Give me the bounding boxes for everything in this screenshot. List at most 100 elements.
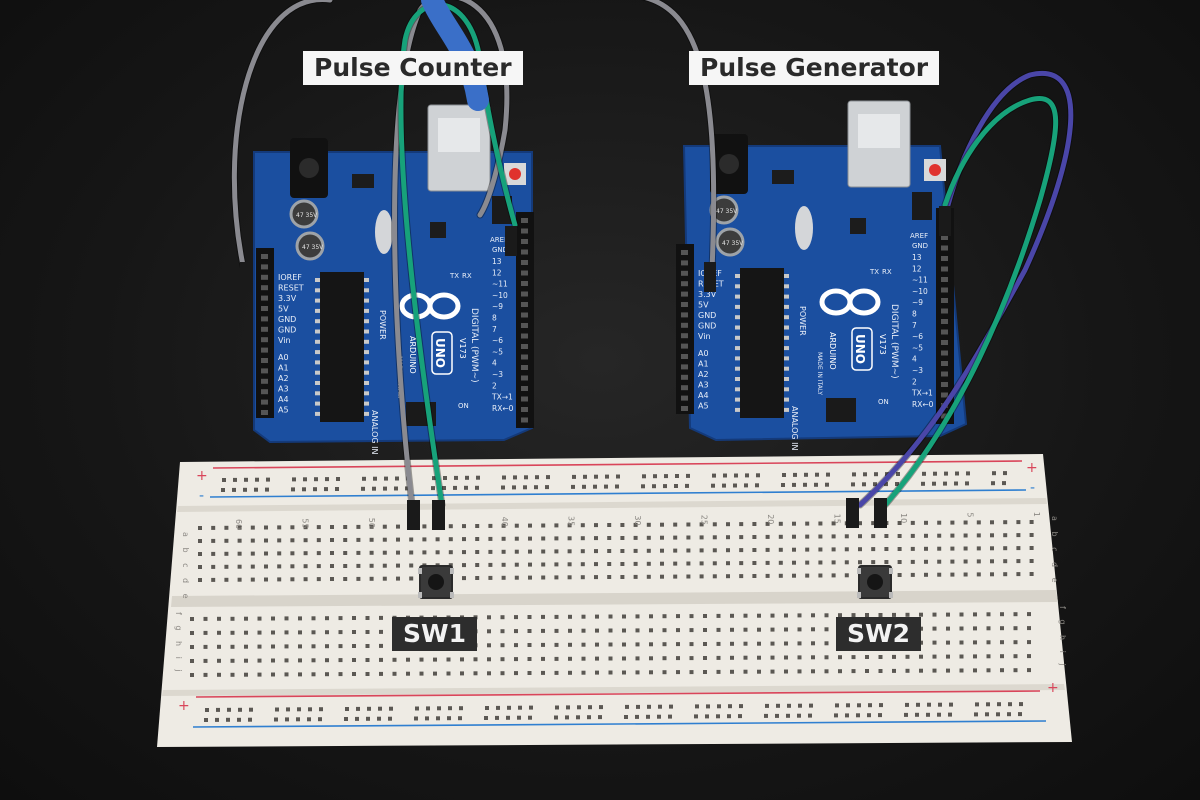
breadboard-hole xyxy=(782,473,786,477)
breadboard-hole xyxy=(369,550,374,555)
breadboard-hole xyxy=(1000,612,1004,617)
silkscreen-analog-label: A1 xyxy=(278,364,289,373)
breadboard-hole xyxy=(290,525,295,530)
breadboard-hole xyxy=(554,628,559,633)
usb-b-port-opening xyxy=(858,114,900,148)
breadboard-hole xyxy=(296,717,300,722)
breadboard-hole xyxy=(352,658,356,662)
breadboard-hole xyxy=(464,485,468,490)
breadboard-hole xyxy=(865,613,869,617)
header-socket xyxy=(941,382,948,387)
breadboard-hole xyxy=(361,486,365,491)
breadboard-hole xyxy=(673,548,678,553)
breadboard-hole xyxy=(211,525,216,530)
breadboard-hole xyxy=(811,641,815,646)
breadboard-hole xyxy=(919,668,923,673)
breadboard-hole xyxy=(250,525,255,530)
silkscreen-power-label: 3.3V xyxy=(278,294,297,303)
header-socket xyxy=(681,281,688,287)
chip-pin xyxy=(784,335,789,340)
breadboard-hole xyxy=(673,522,678,527)
silkscreen-digital-pin-label: RX←0 xyxy=(492,404,514,413)
breadboard-hole xyxy=(851,482,855,487)
breadboard-hole xyxy=(271,672,275,677)
breadboard-hole xyxy=(389,706,393,711)
breadboard-hole xyxy=(546,475,550,480)
icsp-header xyxy=(912,192,932,220)
breadboard-hole xyxy=(897,534,902,538)
breadboard-hole xyxy=(856,713,860,718)
breadboard-hole xyxy=(744,483,748,488)
breadboard-hole xyxy=(874,472,878,477)
header-socket xyxy=(941,266,948,272)
breadboard-hole xyxy=(805,573,810,578)
breadboard-hole xyxy=(976,533,981,538)
header-socket xyxy=(521,239,528,244)
breadboard-hole xyxy=(396,524,400,529)
breadboard-hole xyxy=(726,522,730,527)
breadboard-hole xyxy=(594,562,598,567)
breadboard-hole xyxy=(1029,572,1034,576)
breadboard-hole xyxy=(244,477,248,482)
breadboard-hole xyxy=(311,630,316,635)
breadboard-hole xyxy=(277,538,282,543)
breadboard-hole xyxy=(722,483,726,488)
breadboard-hole xyxy=(686,548,691,553)
header-socket xyxy=(521,344,528,349)
breadboard-hole xyxy=(863,472,867,477)
silkscreen-analog-label: A4 xyxy=(278,395,289,404)
breadboard-hole xyxy=(973,612,977,617)
breadboard-hole xyxy=(824,613,829,618)
dc-power-jack-hole xyxy=(719,154,739,174)
breadboard-hole xyxy=(227,707,231,712)
breadboard-hole xyxy=(496,705,500,710)
jumper-wires xyxy=(230,0,1075,530)
breadboard-hole xyxy=(264,551,268,556)
breadboard-hole xyxy=(756,473,760,478)
breadboard-hole xyxy=(572,474,576,479)
breadboard-hole xyxy=(699,535,704,540)
breadboard-hole xyxy=(594,523,598,528)
chip-pin xyxy=(784,397,789,402)
breadboard-hole xyxy=(792,534,796,539)
breadboard-hole xyxy=(580,575,585,580)
header-socket xyxy=(261,254,268,259)
header-socket xyxy=(521,249,528,255)
breadboard-hole xyxy=(797,627,802,632)
breadboard-hole xyxy=(838,613,842,618)
breadboard-hole xyxy=(426,706,430,711)
silkscreen-digital-pin-label: 2 xyxy=(912,377,917,386)
breadboard-hole xyxy=(990,533,994,538)
breadboard-hole xyxy=(435,550,440,555)
silkscreen-analog-in: ANALOG IN xyxy=(370,410,379,455)
header-socket xyxy=(261,326,268,332)
breadboard-hole xyxy=(266,477,270,482)
breadboard-hole xyxy=(1018,712,1022,717)
wire-purple-generator-sw2 xyxy=(857,70,1074,508)
breadboard-hole xyxy=(583,474,587,479)
breadboard-hole xyxy=(501,523,506,528)
breadboard-hole xyxy=(662,670,667,675)
breadboard-hole xyxy=(501,562,506,567)
header-socket xyxy=(681,291,688,297)
chip-pin xyxy=(315,391,320,396)
breadboard-hole xyxy=(580,562,585,567)
breadboard-hole xyxy=(831,560,836,565)
breadboard-hole xyxy=(879,703,883,708)
breadboard-hole xyxy=(311,644,316,649)
breadboard-hole xyxy=(932,612,937,617)
header-socket xyxy=(941,298,948,303)
header-socket xyxy=(941,350,948,356)
breadboard-hole xyxy=(523,485,527,490)
breadboard-hole xyxy=(896,472,900,476)
breadboard-hole xyxy=(290,538,295,543)
breadboard-hole xyxy=(730,613,734,618)
breadboard-hole xyxy=(642,474,646,479)
breadboard-hole xyxy=(838,655,842,660)
breadboard-hole xyxy=(501,485,505,490)
breadboard-hole xyxy=(244,644,248,649)
breadboard-hole xyxy=(770,669,775,674)
breadboard-hole xyxy=(264,538,268,543)
breadboard-hole xyxy=(778,547,783,552)
breadboard-hole xyxy=(826,472,830,477)
